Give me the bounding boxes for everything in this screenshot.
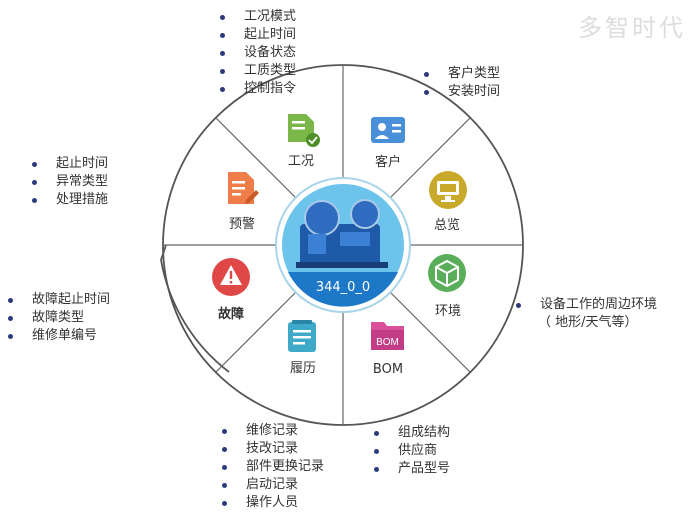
- hub-label: 344_0_0: [316, 280, 370, 295]
- list-item: 启动记录: [218, 476, 324, 494]
- list-item: 故障类型: [4, 309, 110, 327]
- segment-guzhang[interactable]: 故障: [212, 258, 250, 322]
- segment-label: 故障: [218, 306, 244, 322]
- notes-lvli: 维修记录 技改记录 部件更换记录 启动记录 操作人员: [218, 422, 324, 512]
- list-item: 产品型号: [370, 460, 450, 478]
- segment-huanjing[interactable]: 环境: [428, 254, 466, 319]
- list-item: 技改记录: [218, 440, 324, 458]
- segment-label: 履历: [290, 361, 316, 376]
- notes-yujing: 起止时间 异常类型 处理措施: [28, 155, 108, 209]
- list-item: 起止时间: [216, 26, 296, 44]
- segment-gongkuang[interactable]: 工况: [288, 114, 320, 169]
- list-item: 处理措施: [28, 191, 108, 209]
- list-item: 维修记录: [218, 422, 324, 440]
- notepad-icon: [288, 320, 316, 352]
- bom-folder-icon: BOM: [371, 322, 404, 350]
- segment-zonglan[interactable]: 总览: [429, 171, 467, 233]
- monitor-icon: [429, 171, 467, 209]
- notes-huanjing: 设备工作的周边环境 （ 地形/天气等）: [512, 296, 657, 332]
- notes-gongkuang: 工况模式 起止时间 设备状态 工质类型 控制指令: [216, 8, 296, 98]
- machine-image: [296, 199, 388, 268]
- segment-label: 总览: [434, 217, 460, 233]
- segment-bom[interactable]: BOM BOM: [371, 322, 404, 377]
- list-item: 工质类型: [216, 62, 296, 80]
- notes-bom: 组成结构 供应商 产品型号: [370, 424, 450, 478]
- document-check-icon: [288, 114, 320, 147]
- svg-text:BOM: BOM: [376, 337, 399, 348]
- segment-dividers: [163, 65, 523, 425]
- list-item: 起止时间: [28, 155, 108, 173]
- list-item: 组成结构: [370, 424, 450, 442]
- list-item: 维修单编号: [4, 327, 110, 345]
- list-item: 客户类型: [420, 65, 500, 83]
- list-item: 设备状态: [216, 44, 296, 62]
- contact-card-icon: [371, 117, 405, 143]
- edit-document-icon: [228, 172, 259, 204]
- list-item: 安装时间: [420, 83, 500, 101]
- list-item: 供应商: [370, 442, 450, 460]
- list-item: 工况模式: [216, 8, 296, 26]
- segment-kehu[interactable]: 客户: [371, 117, 405, 170]
- list-item: 部件更换记录: [218, 458, 324, 476]
- watermark: 多智时代: [578, 14, 686, 42]
- list-item: 故障起止时间: [4, 291, 110, 309]
- list-item: （ 地形/天气等）: [538, 315, 638, 330]
- list-item: 操作人员: [218, 494, 324, 512]
- guzhang-segment-outline: [160, 244, 230, 373]
- list-item: 控制指令: [216, 80, 296, 98]
- segment-label: BOM: [373, 362, 403, 377]
- list-item: 异常类型: [28, 173, 108, 191]
- segment-label: 预警: [229, 216, 255, 232]
- segment-label: 环境: [435, 304, 461, 319]
- list-item: 设备工作的周边环境: [512, 296, 657, 314]
- segment-label: 工况: [288, 154, 314, 169]
- segment-label: 客户: [375, 154, 401, 170]
- notes-guzhang: 故障起止时间 故障类型 维修单编号: [4, 291, 110, 345]
- warning-icon: [212, 258, 250, 296]
- segment-lvli[interactable]: 履历: [288, 320, 316, 376]
- hub-label-band: [288, 272, 398, 307]
- cube-icon: [428, 254, 466, 292]
- segment-yujing[interactable]: 预警: [228, 172, 259, 232]
- notes-kehu: 客户类型 安装时间: [420, 65, 500, 101]
